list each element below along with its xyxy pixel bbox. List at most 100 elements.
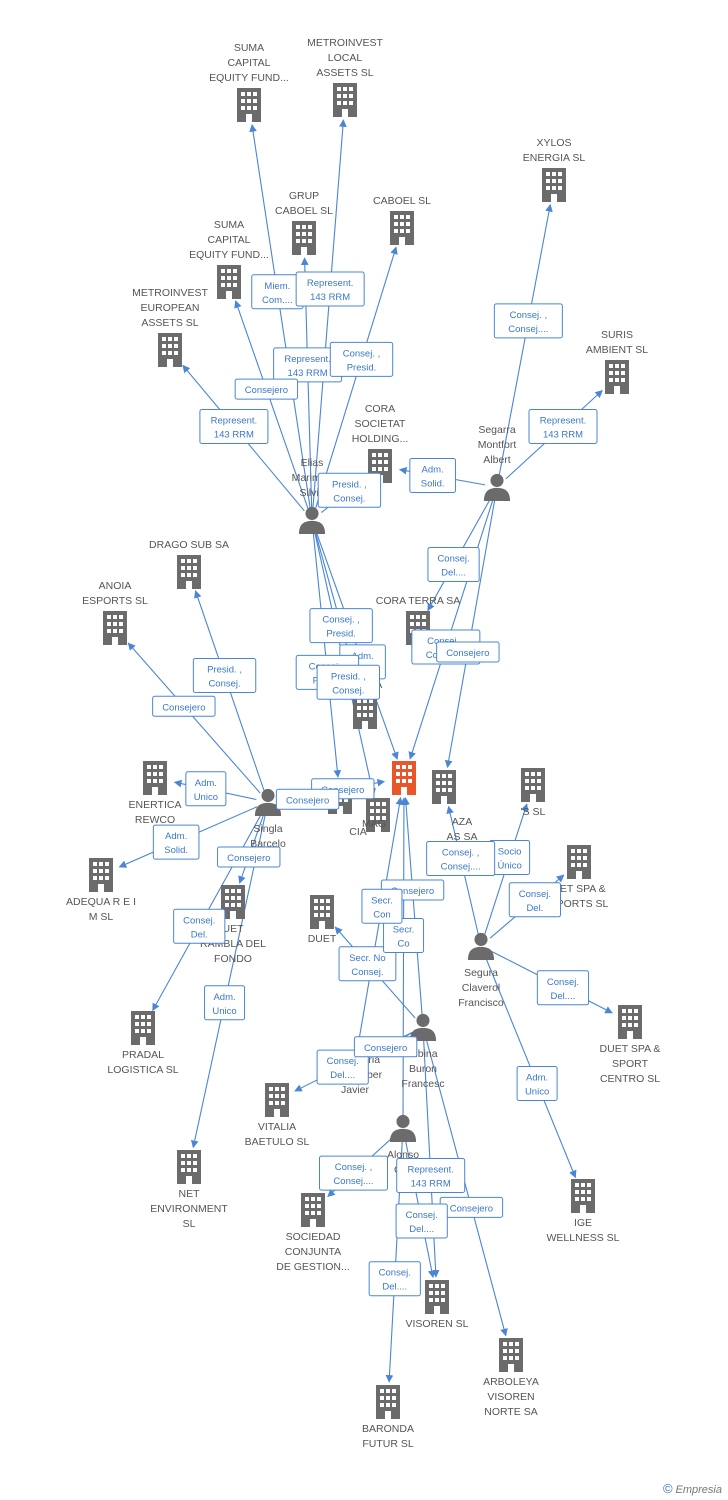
edge-label-text: Consej. (333, 493, 365, 504)
edge-label-text: Presid. , (332, 479, 367, 490)
node-caboel[interactable]: CABOEL SL (373, 195, 431, 245)
building-icon (237, 88, 261, 122)
edge-label-text: Consej. , (335, 1162, 373, 1173)
building-icon (571, 1179, 595, 1213)
edge-label: Consej. ,Consej.... (319, 1155, 388, 1191)
edge-segarra-focus (408, 498, 494, 760)
edge-label-text: Consej. , (343, 348, 381, 359)
edge-label: Represent.143 RRM (273, 347, 343, 383)
node-label: FONDO (214, 953, 252, 965)
node-drago[interactable]: DRAGO SUB SA (149, 539, 229, 589)
edge-label-text: Consej. (332, 685, 364, 696)
edge-label: Consej. ,Presid. (309, 608, 373, 644)
node-label: IGE (574, 1217, 592, 1229)
edge-label-text: Único (497, 860, 521, 871)
edge-label: Consej.Del.... (536, 970, 590, 1006)
edge-label: Consej.Del.... (316, 1049, 369, 1085)
node-label: Elias (301, 457, 324, 469)
node-label: CENTRO SL (600, 1073, 660, 1085)
edge-label-text: Represent. (540, 416, 586, 427)
node-cia[interactable]: CIA (328, 780, 367, 838)
node-visoren[interactable]: VISOREN SL (405, 1280, 469, 1330)
edge-label: Presid. ,Consej. (192, 658, 257, 693)
node-label: SUMA (214, 219, 244, 231)
edge-label-text: Com.... (262, 295, 293, 306)
node-label: Buron (409, 1063, 437, 1075)
node-mag[interactable]: MAG (362, 798, 390, 832)
edge-label-text: Consej.... (508, 324, 548, 335)
edge-label-box (192, 658, 257, 693)
node-label: EQUITY FUND... (189, 249, 269, 261)
node-label: VISOREN (487, 1391, 534, 1403)
node-label: DRAGO SUB SA (149, 539, 229, 551)
edge-label-text: Adm. (165, 831, 187, 842)
node-duet_spa[interactable]: UET SPA & SPORTS SL (550, 845, 609, 910)
edge-label-text: Secr. (371, 895, 393, 906)
node-label: UET SPA & (552, 883, 605, 895)
edge-label-text: Represent. (284, 354, 330, 365)
edge-echevarria-focus (356, 796, 404, 1052)
copyright-mark: © (662, 1481, 673, 1496)
edge-label-text: Del. (191, 929, 208, 940)
node-duet_x[interactable]: DUET (308, 895, 337, 945)
node-label: ENVIRONMENT (150, 1203, 228, 1215)
node-label: ENERGIA SL (523, 152, 586, 164)
edge-label-box (409, 457, 456, 493)
node-label: SPORTS SL (550, 898, 609, 910)
node-cora_terra[interactable]: CORA TERRA SA (376, 595, 460, 645)
edge-elias-suma2 (234, 300, 309, 509)
edge-label-text: Con (373, 909, 390, 920)
node-focus[interactable] (392, 761, 416, 795)
edge-label: Represent.143 RRM (528, 409, 598, 444)
node-label: ASSETS SL (141, 317, 198, 329)
node-label: ARBOLEYA (483, 1376, 539, 1388)
building-icon (432, 770, 456, 804)
edge-label-box (436, 641, 500, 663)
node-sports_r[interactable]: 'S SL (521, 768, 546, 818)
edge-label-text: Secr. No (349, 953, 385, 964)
node-label: Segura (464, 967, 498, 979)
credit: ©Empresia (663, 1481, 722, 1496)
building-icon (390, 211, 414, 245)
node-label: AMBIENT SL (586, 344, 648, 356)
node-label: DE GESTION... (276, 1261, 350, 1273)
node-label: VISOREN SL (405, 1318, 468, 1330)
edge-label-text: Adm. (195, 778, 217, 789)
edge-label-box (427, 547, 480, 583)
edge-label-box (319, 1155, 388, 1191)
edge-label-box (295, 271, 365, 307)
node-label: BARONDA (362, 1423, 414, 1435)
building-icon (89, 858, 113, 892)
edge-label-text: Consej. (327, 1056, 359, 1067)
building-icon (310, 895, 334, 929)
edge-label-text: Del.... (551, 991, 576, 1002)
node-adequa[interactable]: ADEQUA R E IM SL (66, 858, 136, 923)
edge-label-text: Consej. (406, 1210, 438, 1221)
node-cora_holding[interactable]: CORASOCIETATHOLDING... (352, 403, 409, 483)
edge-elias-cia (312, 531, 342, 778)
edge-label: Represent.143 RRM (396, 1158, 466, 1193)
node-label: Javier (341, 1084, 370, 1096)
